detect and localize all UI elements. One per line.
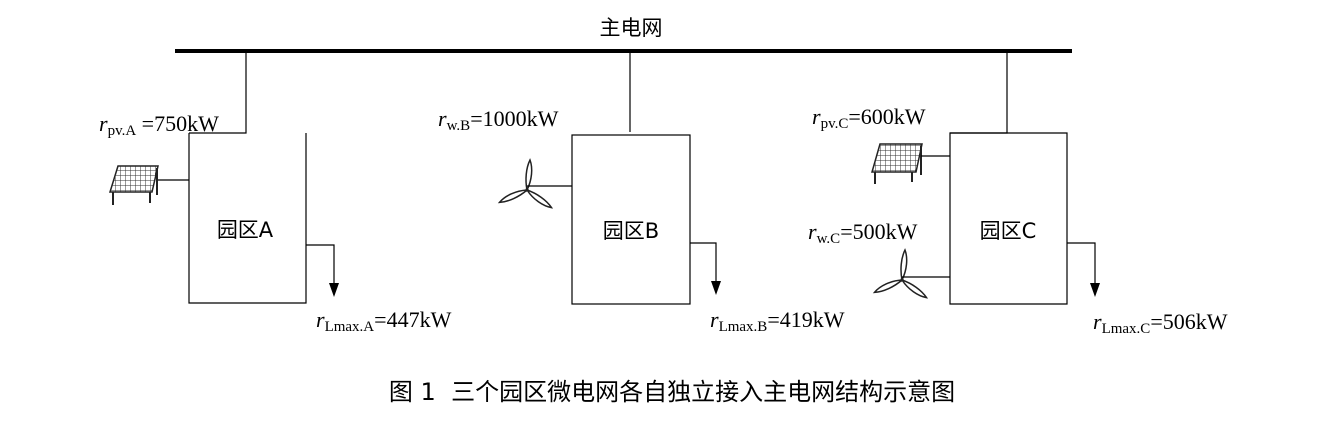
- feeder-line-a: [189, 51, 247, 134]
- park-a-load-rating: rLmax.A=447kW: [316, 307, 452, 335]
- park-a-pv-rating: rpv.A =750kW: [99, 111, 219, 139]
- park-c-label: 园区C: [980, 219, 1037, 243]
- park-b-load-rating: rLmax.B=419kW: [710, 307, 845, 335]
- park-c-wind-rating: rw.C=500kW: [808, 219, 918, 247]
- park-c-load-rating: rLmax.C=506kW: [1093, 309, 1228, 337]
- park-a-box: [188, 133, 307, 304]
- load-arrow-icon: [306, 244, 339, 297]
- park-b-box: [571, 134, 691, 305]
- load-arrow-icon: [1067, 242, 1100, 297]
- solar-panel-icon: [108, 165, 159, 205]
- park-a-label: 园区A: [217, 218, 274, 242]
- load-arrow-icon: [690, 242, 721, 295]
- wind-turbine-icon: [497, 158, 554, 209]
- park-c-box: [949, 132, 1068, 305]
- wind-turbine-icon: [872, 248, 929, 299]
- grid-title: 主电网: [600, 16, 663, 40]
- park-c-pv-rating: rpv.C=600kW: [812, 104, 926, 132]
- solar-panel-icon: [871, 143, 923, 184]
- park-b-label: 园区B: [603, 219, 659, 243]
- park-b-wind-rating: rw.B=1000kW: [438, 106, 559, 134]
- feeder-line-c: [950, 51, 1008, 134]
- figure-caption: 图 1 三个园区微电网各自独立接入主电网结构示意图: [389, 378, 955, 406]
